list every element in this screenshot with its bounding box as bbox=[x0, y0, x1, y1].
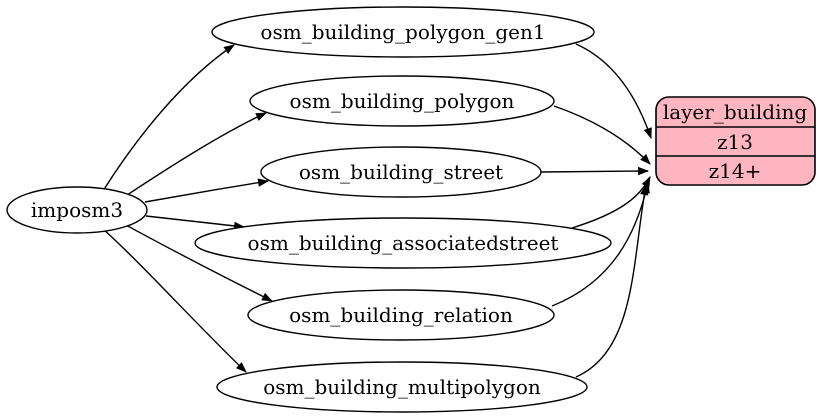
osm-building-street-ellipse bbox=[260, 146, 542, 198]
edge-osm-building-associatedstreet-to-z14 bbox=[571, 176, 651, 229]
edge-imposm3-to-osm-building-polygon bbox=[123, 112, 268, 198]
edge-osm-building-polygon-to-z14 bbox=[553, 105, 651, 165]
node-imposm3: imposm3 bbox=[6, 186, 148, 234]
edge-osm-building-multipolygon-to-z14 bbox=[575, 183, 649, 378]
osm-building-street-label: osm_building_street bbox=[299, 160, 503, 184]
layer-building-box bbox=[655, 96, 816, 186]
edge-osm-building-street-to-z14 bbox=[540, 166, 650, 176]
imposm3-label: imposm3 bbox=[31, 198, 123, 222]
osm-building-multipolygon-label: osm_building_multipolygon bbox=[263, 375, 541, 399]
edge-imposm3-to-osm-building-relation bbox=[123, 223, 273, 302]
node-osm-building-polygon-gen1: osm_building_polygon_gen1 bbox=[211, 6, 595, 58]
osm-building-associatedstreet-ellipse bbox=[194, 217, 612, 269]
edge-imposm3-to-osm-building-street bbox=[144, 178, 270, 203]
node-osm-building-multipolygon: osm_building_multipolygon bbox=[216, 361, 588, 413]
osm-building-multipolygon-ellipse bbox=[216, 361, 588, 413]
osm-building-polygon-label: osm_building_polygon bbox=[290, 89, 515, 113]
osm-building-polygon-ellipse bbox=[249, 75, 555, 127]
node-osm-building-polygon: osm_building_polygon bbox=[249, 75, 555, 127]
osm-building-associatedstreet-label: osm_building_associatedstreet bbox=[248, 231, 559, 255]
layer-building-row-z14: z14+ bbox=[709, 159, 762, 183]
layer-building-title: layer_building bbox=[663, 100, 808, 124]
edge-imposm3-to-osm-building-polygon-gen1 bbox=[102, 44, 235, 192]
node-osm-building-associatedstreet: osm_building_associatedstreet bbox=[194, 217, 612, 269]
edge-imposm3-to-osm-building-multipolygon bbox=[102, 228, 247, 373]
node-osm-building-relation: osm_building_relation bbox=[247, 289, 555, 341]
node-osm-building-street: osm_building_street bbox=[260, 146, 542, 198]
osm-building-relation-ellipse bbox=[247, 289, 555, 341]
imposm3-ellipse bbox=[6, 186, 148, 234]
edge-imposm3-to-osm-building-associatedstreet bbox=[145, 215, 246, 230]
node-layer-building: layer_building z13 z14+ bbox=[655, 96, 816, 186]
edge-osm-building-polygon-gen1-to-z13 bbox=[575, 43, 652, 140]
osm-building-relation-label: osm_building_relation bbox=[289, 303, 513, 327]
layer-building-row-z13: z13 bbox=[717, 130, 753, 154]
osm-building-polygon-gen1-ellipse bbox=[211, 6, 595, 58]
osm-building-polygon-gen1-label: osm_building_polygon_gen1 bbox=[260, 20, 545, 44]
